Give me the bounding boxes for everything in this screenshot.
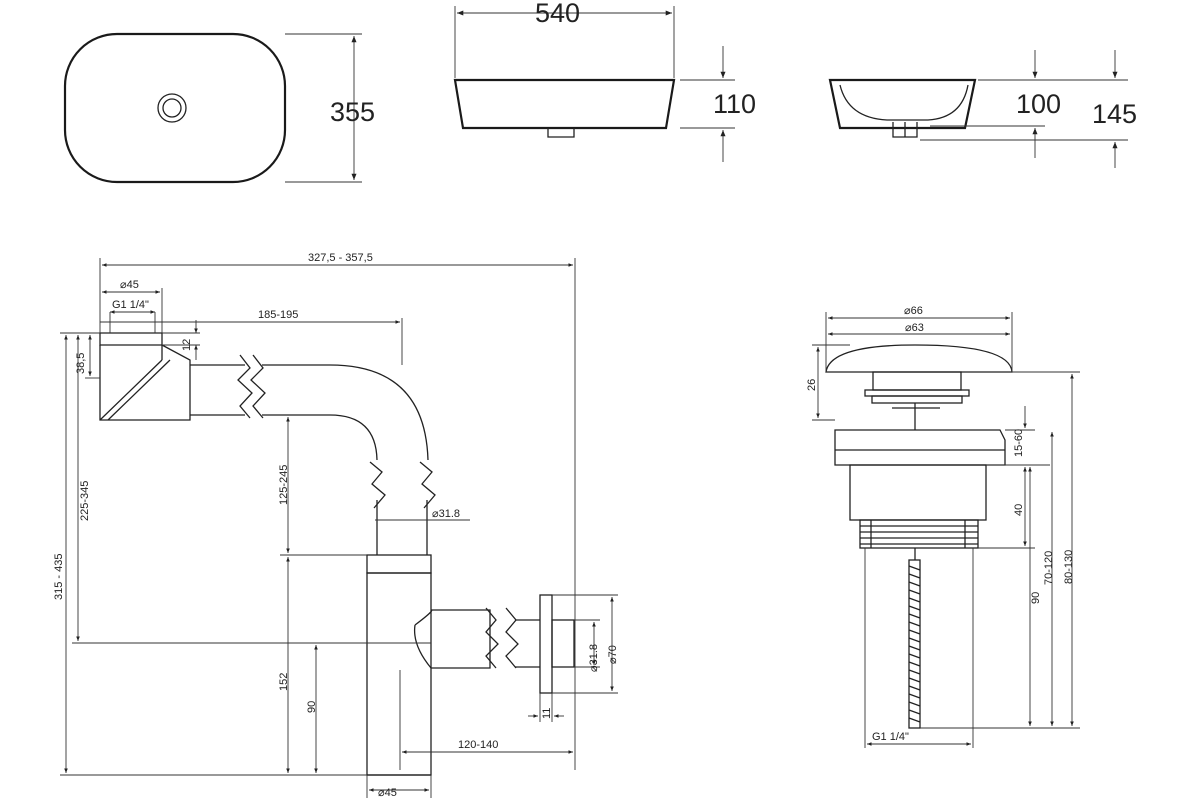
drain-thread-label: G1 1/4" [872,731,909,743]
basin-height-label: 110 [713,89,756,119]
siphon-horizontal-length-label: 185-195 [258,309,298,321]
drain-cap-diameter-label: ⌀66 [904,305,923,317]
basin-front-height-label: 145 [1092,99,1137,129]
siphon-total-height-label: 315 - 435 [53,554,65,600]
siphon-height-152-label: 152 [278,673,290,691]
drain-dim-90-label: 90 [1030,592,1042,604]
drain-dim-40-label: 40 [1013,504,1025,516]
basin-width-label: 355 [330,97,375,127]
siphon-height-range-2-label: 125-245 [278,465,290,505]
basin-section-view: 100 145 [828,50,1137,168]
drain-range-80-130-label: 80-130 [1063,550,1075,584]
basin-length-label: 540 [535,0,580,28]
siphon-outlet-length-label: 120-140 [458,739,498,751]
siphon-dim-38-5-label: 38,5 [75,353,87,374]
siphon-overall-length-label: 327,5 - 357,5 [308,252,373,264]
siphon-flange-diameter-label: ⌀70 [607,645,619,664]
siphon-bottom-diameter-label: ⌀45 [378,787,397,799]
siphon-height-90-label: 90 [306,701,318,713]
siphon-flange-thickness-label: 11 [541,708,553,719]
drain-range-70-120-label: 70-120 [1043,551,1055,585]
siphon-inlet-thread-label: G1 1/4" [112,299,149,311]
drain-cap-height-label: 26 [806,379,818,391]
siphon-dim-12-label: 12 [181,339,193,351]
drain-drawing: ⌀66 ⌀63 26 15-60 40 90 70-120 80-130 G1 … [806,305,1080,748]
siphon-height-range-1-label: 225-345 [79,481,91,521]
basin-inner-depth-label: 100 [1016,89,1061,119]
basin-side-view: 540 110 [453,0,756,162]
basin-top-view: 355 [63,32,375,184]
siphon-inlet-diameter-label: ⌀45 [120,279,139,291]
drain-range-15-60-label: 15-60 [1013,429,1025,457]
siphon-pipe-diameter-label: ⌀31.8 [432,508,460,520]
siphon-drawing: 327,5 - 357,5 ⌀45 G1 1/4" 185-195 12 38,… [53,252,619,799]
drain-inner-diameter-label: ⌀63 [905,322,924,334]
siphon-outlet-pipe-diameter-label: ⌀31.8 [588,644,600,672]
